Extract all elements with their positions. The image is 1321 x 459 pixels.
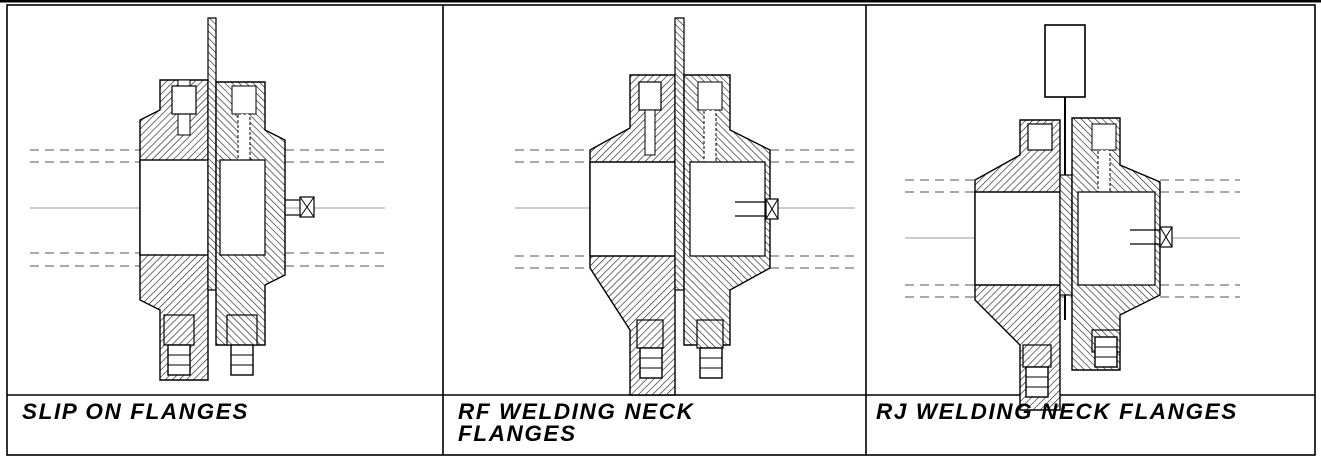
slip-on-flange-drawing — [30, 17, 385, 381]
caption-rf-welding-neck-flanges: RF WELDING NECK FLANGES — [458, 399, 695, 446]
caption-rj-welding-neck-flanges: RJ WELDING NECK FLANGES — [876, 399, 1238, 424]
rf-welding-neck-flange-drawing — [515, 17, 855, 396]
caption-slip-on-flanges: SLIP ON FLANGES — [22, 399, 249, 424]
rj-welding-neck-flange-drawing — [905, 24, 1240, 411]
